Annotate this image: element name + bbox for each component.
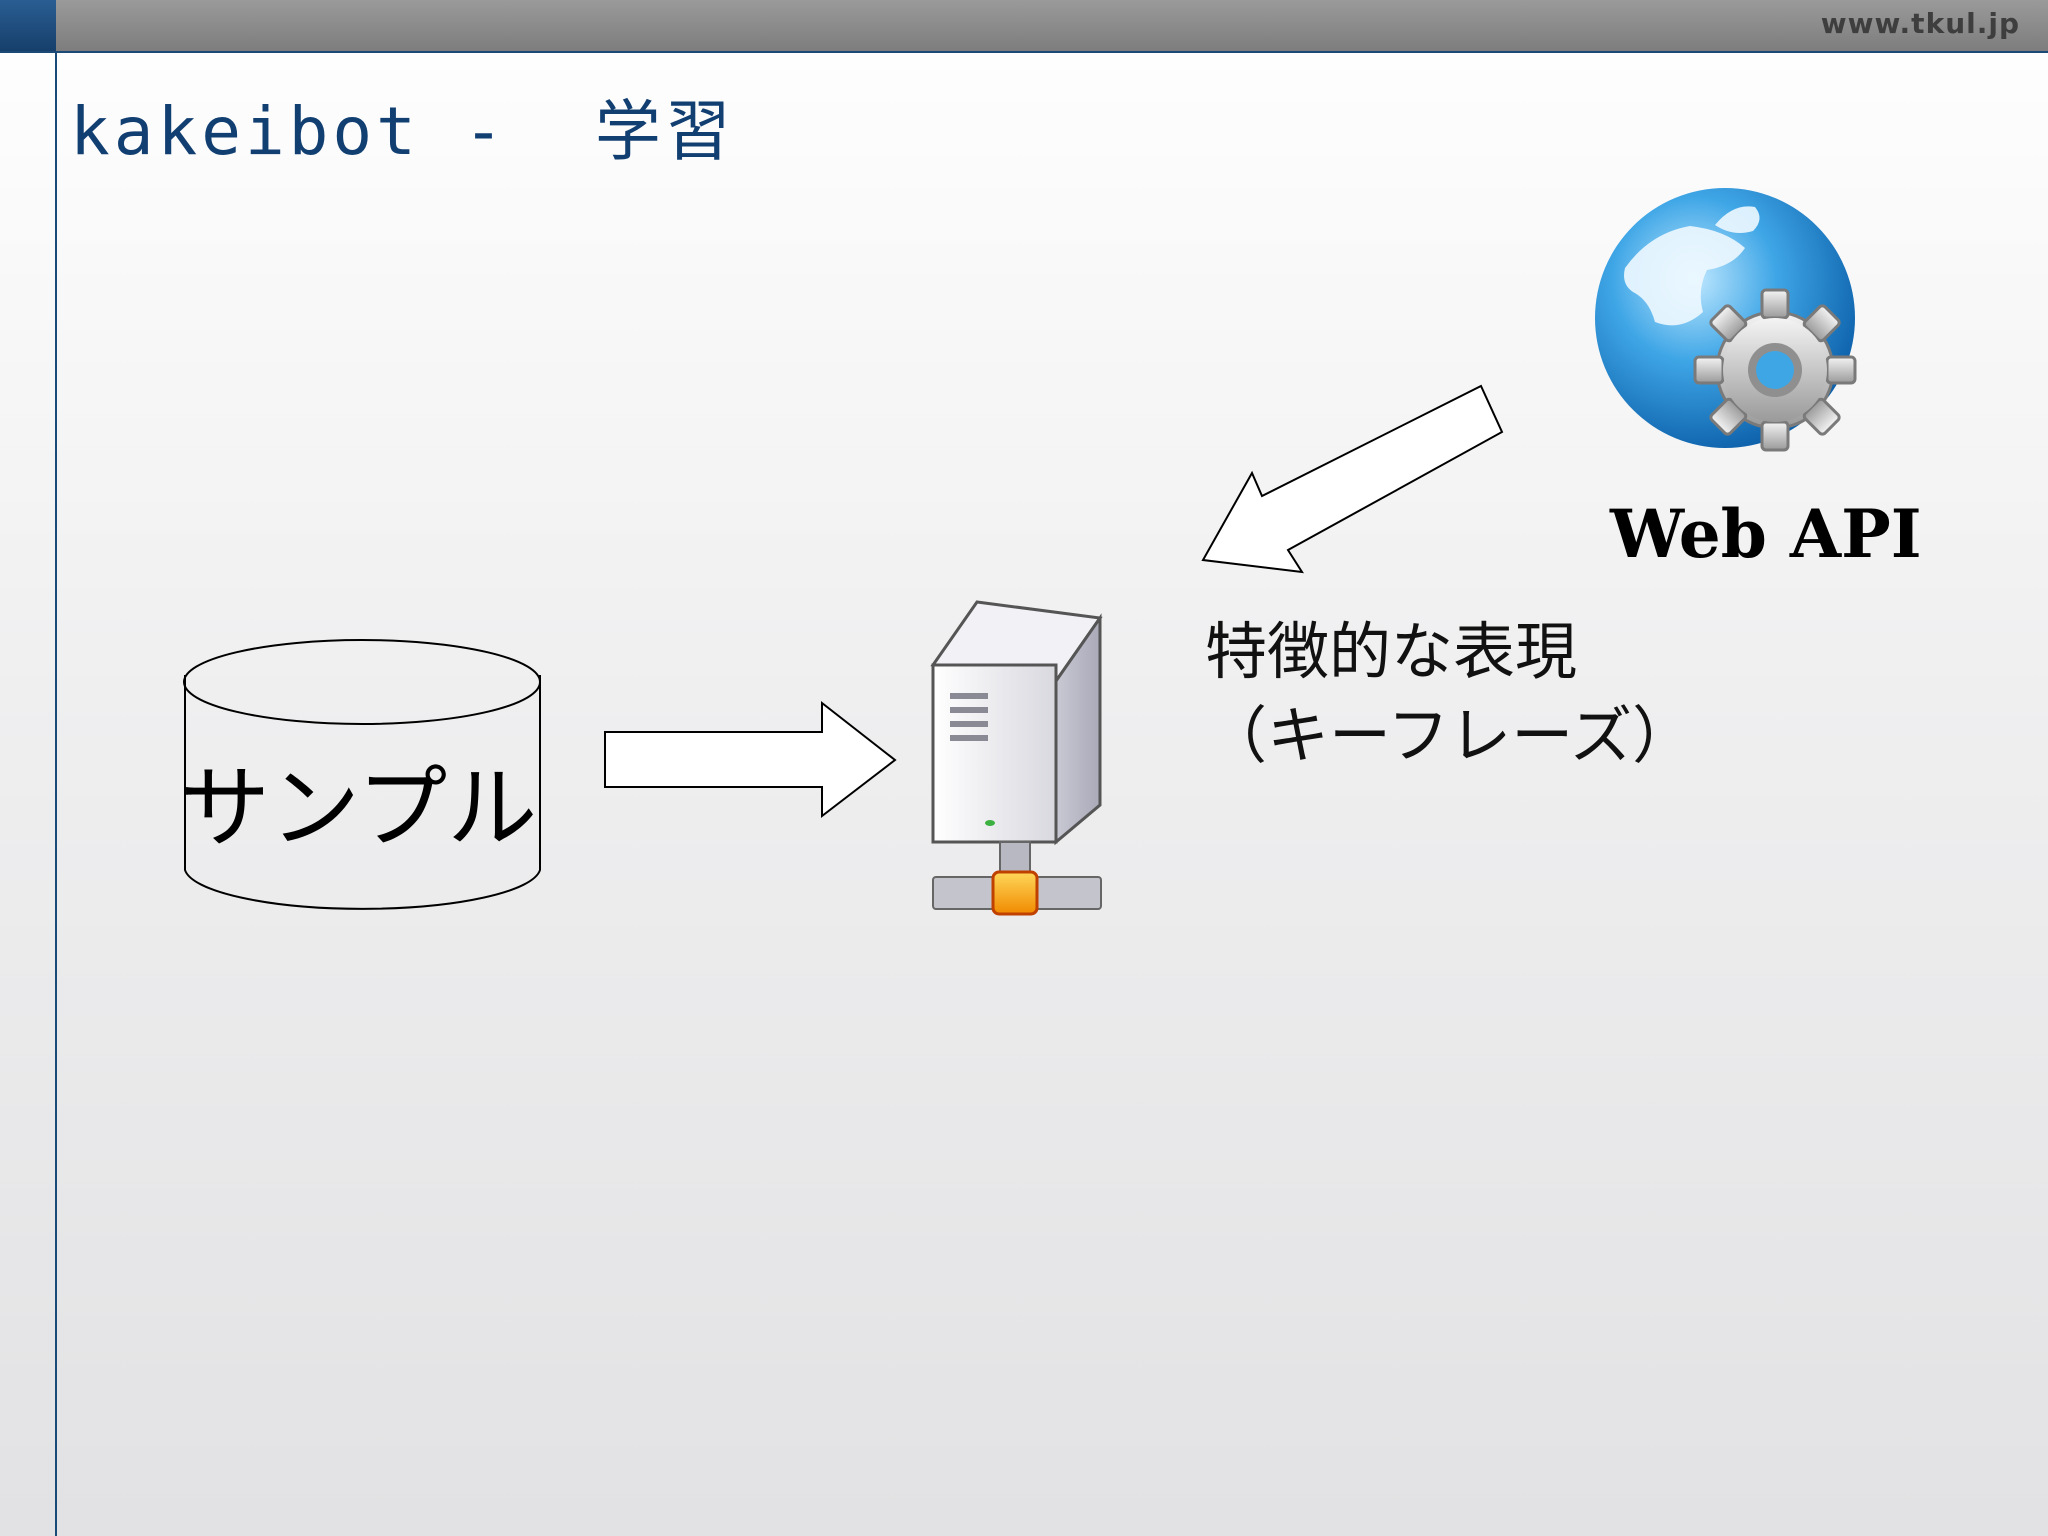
keyphrase-label: 特徴的な表現 （キーフレーズ）: [1205, 610, 1694, 778]
database-icon: [183, 639, 541, 910]
left-rule: [55, 51, 57, 1536]
keyphrase-line-2: （キーフレーズ）: [1205, 699, 1695, 772]
top-bar: www.tkul.jp: [0, 0, 2048, 53]
webapi-label: Web API: [1610, 495, 1922, 573]
server-icon: [930, 600, 1103, 916]
globe-gear-icon: [1595, 188, 1857, 452]
slide-title: kakeibot - 学習: [70, 93, 735, 170]
keyphrase-line-1: 特徴的な表現: [1205, 615, 1578, 688]
top-bar-accent: [0, 0, 56, 51]
arrow-to-server: [604, 700, 897, 819]
database-label: サンプル: [180, 756, 538, 861]
site-url: www.tkul.jp: [1820, 7, 2020, 40]
arrow-from-webapi: [1201, 384, 1504, 574]
